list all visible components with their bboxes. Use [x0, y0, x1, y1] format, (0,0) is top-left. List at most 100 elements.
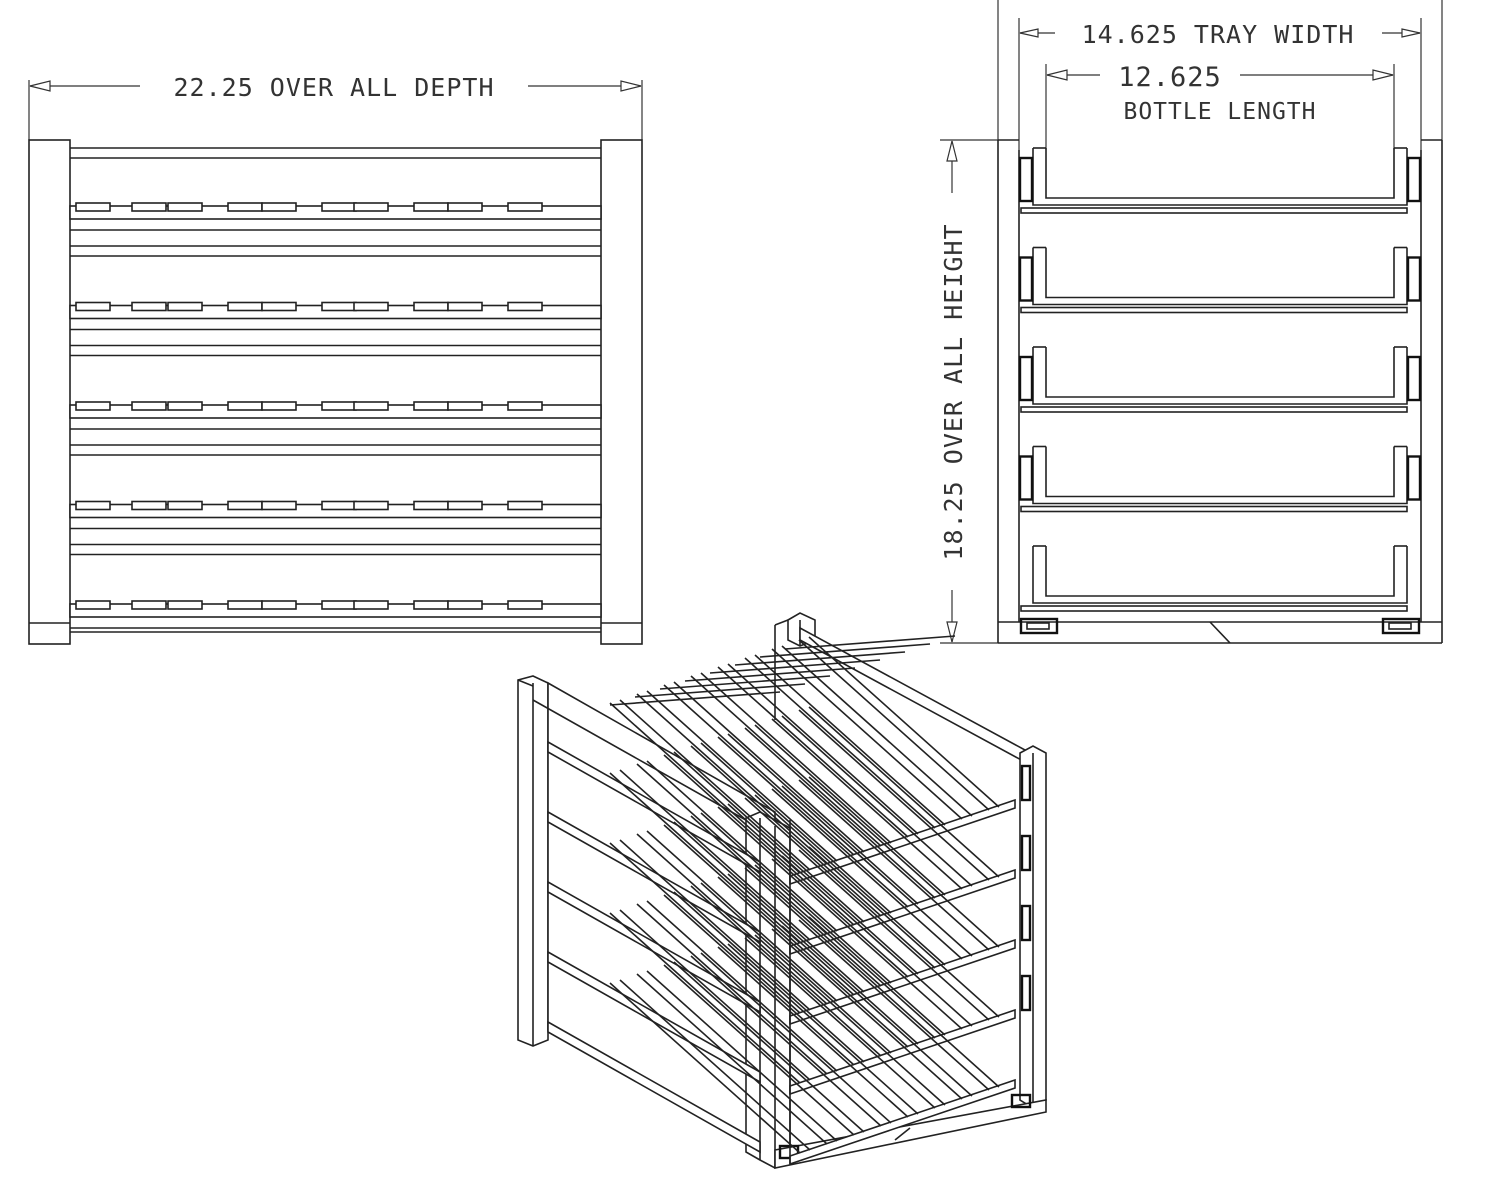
- side-slat: [413, 301, 449, 312]
- front-trays: [1018, 147, 1422, 612]
- iso-slat: [700, 742, 892, 914]
- iso-slat: [754, 864, 946, 1036]
- iso-slat: [619, 979, 811, 1151]
- side-slat: [227, 500, 263, 511]
- iso-slide-bracket: [1020, 904, 1032, 942]
- iso-slat: [717, 806, 909, 978]
- side-slat: [353, 401, 389, 411]
- side-slat: [447, 301, 483, 312]
- front-slide-right: [1406, 455, 1422, 501]
- iso-slat: [609, 772, 801, 944]
- iso-slat: [754, 934, 946, 1106]
- front-tray-inner: [1045, 446, 1395, 498]
- front-tray-inner: [1045, 347, 1395, 398]
- front-tray-inner: [1045, 148, 1395, 199]
- iso-slat: [781, 645, 973, 817]
- side-slat: [75, 401, 111, 411]
- front-tray-bottom: [1020, 306, 1408, 314]
- iso-slide-bracket: [1020, 834, 1032, 872]
- height-dimension: 18.25 OVER ALL HEIGHT: [939, 139, 998, 644]
- iso-slat: [690, 745, 882, 917]
- front-tray-profile: [1032, 546, 1408, 604]
- side-slat: [507, 401, 543, 411]
- iso-slat: [690, 815, 882, 987]
- side-slat: [167, 301, 203, 312]
- side-slat: [507, 500, 543, 511]
- side-slat: [353, 301, 389, 312]
- iso-slat: [771, 858, 963, 1030]
- side-slat: [167, 500, 203, 511]
- bottle-length-caption: BOTTLE LENGTH: [1123, 99, 1316, 125]
- side-slat: [261, 600, 297, 610]
- iso-top-slat: [734, 651, 906, 666]
- front-tray-inner: [1045, 247, 1395, 299]
- iso-slat: [609, 702, 801, 874]
- front-tray-profile: [1032, 247, 1408, 306]
- iso-slat: [700, 812, 892, 984]
- side-slat: [131, 500, 167, 511]
- front-tray-bottom: [1020, 605, 1408, 612]
- side-slat: [447, 600, 483, 610]
- iso-side-rail: [547, 740, 761, 874]
- iso-slat: [700, 672, 892, 844]
- side-slat: [227, 202, 263, 212]
- iso-slat: [609, 842, 801, 1014]
- iso-slide-bracket: [1020, 764, 1032, 802]
- iso-slat: [798, 849, 990, 1021]
- side-slat: [75, 500, 111, 511]
- side-slat: [321, 301, 357, 312]
- iso-top-slat: [684, 667, 856, 682]
- side-slat: [413, 401, 449, 411]
- iso-slat: [609, 982, 801, 1154]
- side-slat: [131, 202, 167, 212]
- iso-slat: [744, 797, 936, 969]
- side-slat: [75, 301, 111, 312]
- bottle-length-dimension: 12.625 BOTTLE LENGTH: [1045, 62, 1395, 150]
- bottle-length-value: 12.625: [1118, 62, 1222, 93]
- iso-slat: [663, 754, 855, 926]
- height-label: 18.25 OVER ALL HEIGHT: [939, 223, 968, 560]
- front-slide-left: [1018, 455, 1034, 501]
- iso-slat: [744, 727, 936, 899]
- iso-slat: [727, 943, 919, 1115]
- side-slat: [261, 301, 297, 312]
- side-slat: [353, 202, 389, 212]
- iso-slat: [727, 803, 919, 975]
- iso-slat: [690, 675, 882, 847]
- front-slide-right: [1406, 355, 1422, 402]
- iso-slat: [636, 973, 828, 1145]
- iso-slat: [744, 867, 936, 1039]
- iso-slat: [673, 681, 865, 853]
- iso-side-rail: [547, 950, 761, 1084]
- iso-slat: [808, 706, 1000, 878]
- iso-slat: [808, 776, 1000, 948]
- iso-slat: [619, 769, 811, 941]
- iso-slat: [808, 636, 1000, 808]
- side-slat: [75, 202, 111, 212]
- iso-slat: [754, 724, 946, 896]
- front-tray-bottom: [1020, 505, 1408, 513]
- iso-slat: [798, 779, 990, 951]
- iso-side-rail: [547, 1020, 761, 1154]
- side-slat: [167, 202, 203, 212]
- iso-slat: [673, 821, 865, 993]
- side-view: 22.25 OVER ALL DEPTH: [28, 73, 643, 645]
- iso-slat: [663, 894, 855, 1066]
- side-slat: [321, 500, 357, 511]
- iso-top-slat: [709, 659, 881, 674]
- iso-slat: [717, 876, 909, 1048]
- iso-slat: [808, 916, 1000, 1088]
- iso-slat: [727, 873, 919, 1045]
- front-slide-left: [1018, 256, 1034, 302]
- side-right-post: [600, 139, 643, 645]
- iso-trays: [547, 635, 1032, 1166]
- side-slat: [353, 600, 389, 610]
- side-slat: [167, 401, 203, 411]
- side-slat: [507, 301, 543, 312]
- iso-base: [774, 1099, 1047, 1169]
- depth-label: 22.25 OVER ALL DEPTH: [173, 73, 494, 102]
- iso-slat: [636, 693, 828, 865]
- front-slide-left: [1018, 355, 1034, 402]
- iso-tray-front-edge: [789, 938, 1016, 1026]
